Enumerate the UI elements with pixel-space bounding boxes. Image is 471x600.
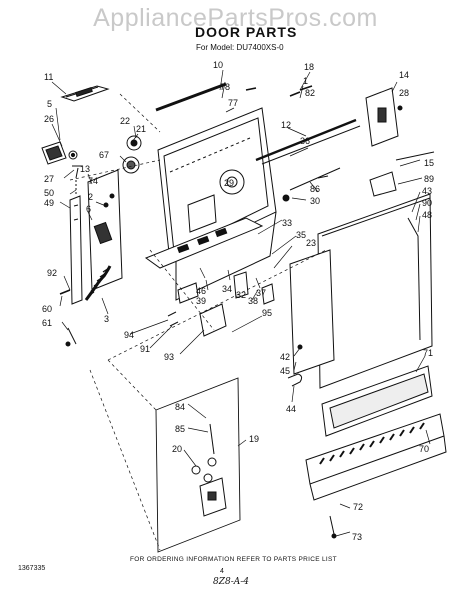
door-arm-left <box>69 195 83 305</box>
door-liner <box>289 249 335 375</box>
part-label-35: 35 <box>296 230 306 240</box>
part-label-92: 92 <box>47 268 57 278</box>
part-label-34: 34 <box>222 284 232 294</box>
watermark: AppliancePartsPros.com <box>93 4 378 32</box>
part-label-23: 23 <box>306 238 316 248</box>
outer-door-panel <box>317 193 433 389</box>
ordering-footer: FOR ORDERING INFORMATION REFER TO PARTS … <box>130 556 337 563</box>
leader-lines <box>69 93 327 551</box>
part-label-45: 45 <box>280 366 290 376</box>
part-label-48: 48 <box>422 210 432 220</box>
part-label-70: 70 <box>419 444 429 454</box>
part-label-33: 33 <box>282 218 292 228</box>
part-label-82: 82 <box>305 88 315 98</box>
part-label-74: 74 <box>88 176 98 186</box>
part-label-89: 89 <box>424 174 434 184</box>
door-rail <box>255 118 357 162</box>
part-label-61: 61 <box>42 318 52 328</box>
part-label-42: 42 <box>280 352 290 362</box>
part-label-50: 50 <box>44 188 54 198</box>
detergent-dispenser-box <box>155 377 241 553</box>
part-label-26: 26 <box>44 114 54 124</box>
sheet-code: 8Z8-A-4 <box>213 577 250 587</box>
hinge-plate <box>87 169 123 291</box>
part-label-38: 38 <box>248 296 258 306</box>
part-label-44: 44 <box>286 404 296 414</box>
part-label-95: 95 <box>262 308 272 318</box>
part-label-20: 20 <box>172 444 182 454</box>
part-label-60: 60 <box>42 304 52 314</box>
part-label-14: 14 <box>399 70 409 80</box>
part-label-27: 27 <box>44 174 54 184</box>
page-title: DOOR PARTS <box>195 24 298 40</box>
part-label-84: 84 <box>175 402 185 412</box>
part-label-22: 22 <box>120 116 130 126</box>
part-label-10: 10 <box>213 60 223 70</box>
control-knobs <box>122 135 142 174</box>
part-label-39: 39 <box>196 296 206 306</box>
part-label-94: 94 <box>124 330 134 340</box>
part-label-71: 71 <box>423 348 433 358</box>
part-label-30: 30 <box>310 196 320 206</box>
part-label-43: 43 <box>422 186 432 196</box>
part-label-86: 86 <box>310 184 320 194</box>
part-label-72: 72 <box>353 502 363 512</box>
part-label-32: 32 <box>236 290 246 300</box>
part-label-73: 73 <box>352 532 362 542</box>
callout-lines <box>51 69 431 537</box>
part-label-93: 93 <box>164 352 174 362</box>
part-label-37: 37 <box>256 288 266 298</box>
inner-door-panel <box>157 107 277 301</box>
page-number: 4 <box>220 568 224 575</box>
part-label-11: 11 <box>44 72 53 82</box>
part-label-36: 36 <box>300 136 310 146</box>
part-label-1: 1 <box>303 76 308 86</box>
part-label-90: 90 <box>422 198 432 208</box>
part-label-5: 5 <box>47 99 52 109</box>
part-label-77: 77 <box>228 98 238 108</box>
part-label-21: 21 <box>136 124 146 134</box>
door-spring <box>84 265 112 301</box>
part-label-46: 46 <box>196 286 206 296</box>
part-label-49: 49 <box>44 198 54 208</box>
door-handle-part <box>60 85 110 102</box>
part-label-3: 3 <box>104 314 109 324</box>
vent-strip <box>155 82 227 112</box>
control-panel-parts <box>144 217 275 337</box>
part-label-19: 19 <box>249 434 259 444</box>
right-hinge <box>365 87 435 197</box>
part-label-13: 13 <box>80 164 90 174</box>
part-label-67: 67 <box>99 150 109 160</box>
part-label-78: 78 <box>220 82 230 92</box>
part-label-2: 2 <box>88 192 93 202</box>
part-label-29: 29 <box>224 178 234 188</box>
part-label-18: 18 <box>304 62 314 72</box>
part-label-15: 15 <box>424 158 434 168</box>
part-label-28: 28 <box>399 88 409 98</box>
part-label-85: 85 <box>175 424 185 434</box>
bottom-vent-panel <box>305 365 447 501</box>
model-caption: For Model: DU7400XS-0 <box>196 43 284 52</box>
part-label-91: 91 <box>140 344 150 354</box>
document-number: 1367335 <box>18 565 46 572</box>
part-label-12: 12 <box>281 120 291 130</box>
part-label-6: 6 <box>86 204 91 214</box>
